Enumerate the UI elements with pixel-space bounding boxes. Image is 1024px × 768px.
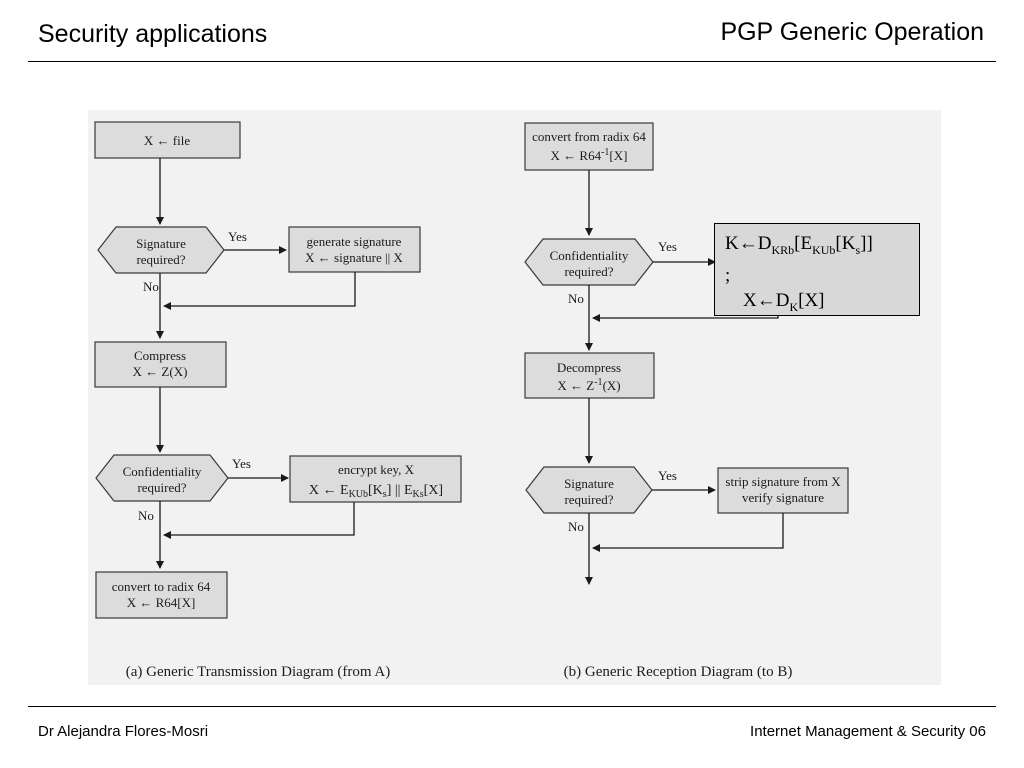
rx-signature-decision: Signature required? <box>525 466 653 514</box>
rx-radix-line1: convert from radix 64 <box>532 129 646 144</box>
decrypt-overlay-box: K←DKRb[EKUb[Ks]] ; X←DK[X] <box>714 223 920 316</box>
rx-conf-no-label: No <box>568 291 584 306</box>
rx-caption: (b) Generic Reception Diagram (to B) <box>564 664 793 680</box>
tx-caption: (a) Generic Transmission Diagram (from A… <box>126 664 391 680</box>
tx-conf-no-label: No <box>138 508 154 523</box>
tx-sig-q-line1: Signature <box>136 236 186 251</box>
rx-verify-line1: strip signature from X <box>725 474 841 489</box>
tx-compress-line2: X ← Z(X) <box>133 364 188 379</box>
tx-sig-q-line2: required? <box>136 252 185 267</box>
header-divider <box>28 61 996 62</box>
rx-sig-merge-edge <box>592 513 784 552</box>
tx-signature-decision: Signature required? <box>97 226 225 274</box>
slide-title: PGP Generic Operation <box>720 18 984 46</box>
tx-conf-q-line1: Confidentiality <box>123 464 202 479</box>
tx-confidentiality-decision: Confidentiality required? <box>95 454 229 502</box>
decrypt-message-formula: X←DK[X] <box>743 289 825 314</box>
tx-sig-yes-label: Yes <box>228 229 247 244</box>
tx-gen-sig-line1: generate signature <box>307 234 402 249</box>
tx-gen-sig-line2: X ← signature || X <box>305 250 403 265</box>
rx-verify-line2: verify signature <box>742 490 824 505</box>
rx-conf-yes-label: Yes <box>658 239 677 254</box>
rx-radix-box: convert from radix 64 X ← R64-1[X] <box>524 122 654 171</box>
rx-decompress-box: Decompress X ← Z-1(X) <box>524 352 655 399</box>
rx-conf-q-line2: required? <box>564 264 613 279</box>
slide-section-title: Security applications <box>38 20 268 48</box>
footer-divider <box>28 706 996 707</box>
tx-radix-line2: X ← R64[X] <box>127 595 196 610</box>
tx-conf-merge-edge <box>163 502 355 539</box>
tx-generate-signature-box: generate signature X ← signature || X <box>288 226 421 273</box>
tx-encrypt-box: encrypt key, X X ← EKUb[Ks] || EKs[X] <box>289 455 462 503</box>
rx-decompress-line1: Decompress <box>557 360 621 375</box>
rx-conf-q-line1: Confidentiality <box>550 248 629 263</box>
tx-start-text: X ← file <box>144 133 190 148</box>
rx-sig-yes-label: Yes <box>658 468 677 483</box>
rx-confidentiality-decision: Confidentiality required? <box>524 238 654 286</box>
tx-compress-line1: Compress <box>134 348 186 363</box>
rx-verify-box: strip signature from X verify signature <box>717 467 849 514</box>
tx-start-box: X ← file <box>94 121 241 159</box>
tx-encrypt-line1: encrypt key, X <box>338 462 415 477</box>
rx-radix-line2: X ← R64-1[X] <box>551 147 628 163</box>
tx-sig-merge-edge <box>163 272 356 310</box>
tx-sig-no-label: No <box>143 279 159 294</box>
tx-radix-line1: convert to radix 64 <box>112 579 211 594</box>
pgp-flow-figure: X ← file Signature required? Yes generat… <box>88 110 941 685</box>
footer-author: Dr Alejandra Flores-Mosri <box>38 723 209 740</box>
footer-course: Internet Management & Security 06 <box>750 723 986 740</box>
decrypt-key-formula: K←DKRb[EKUb[Ks]] <box>725 233 873 257</box>
flow-diagram-svg: X ← file Signature required? Yes generat… <box>94 121 849 680</box>
rx-sig-q-line2: required? <box>564 492 613 507</box>
tx-conf-yes-label: Yes <box>232 456 251 471</box>
rx-decompress-line2: X ← Z-1(X) <box>557 377 620 393</box>
tx-compress-box: Compress X ← Z(X) <box>94 341 227 388</box>
tx-encrypt-line2: X ← EKUb[Ks] || EKs[X] <box>309 483 443 500</box>
decrypt-separator: ; <box>725 264 731 286</box>
rx-sig-no-label: No <box>568 519 584 534</box>
tx-conf-q-line2: required? <box>137 480 186 495</box>
rx-sig-q-line1: Signature <box>564 476 614 491</box>
tx-radix-box: convert to radix 64 X ← R64[X] <box>95 571 228 619</box>
